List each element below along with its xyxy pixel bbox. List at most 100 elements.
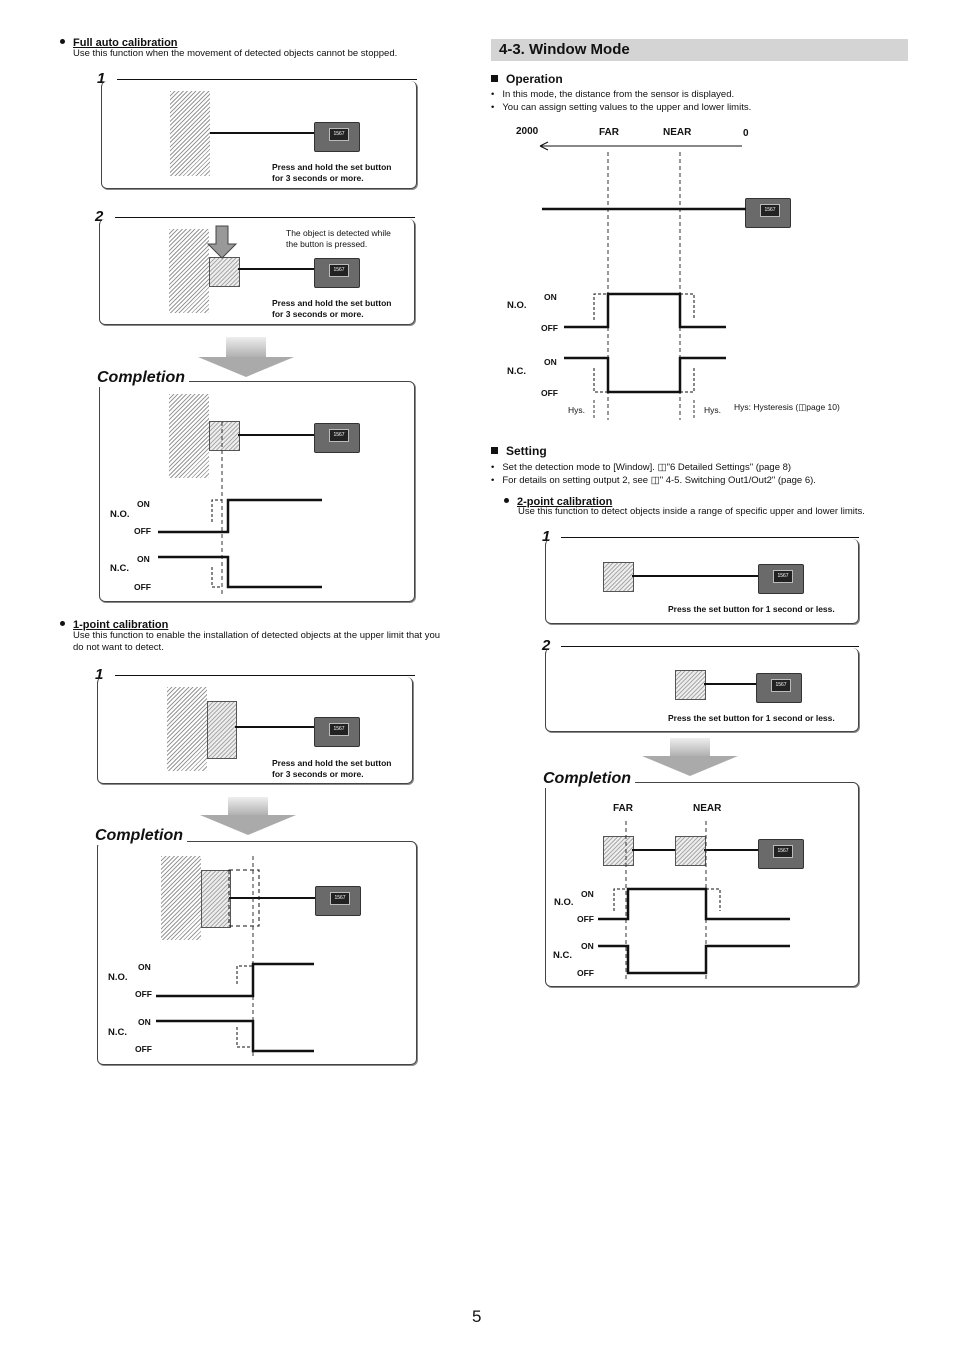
two-point-desc: Use this function to detect objects insi… xyxy=(518,506,865,517)
operation-list: In this mode, the distance from the sens… xyxy=(491,88,751,114)
one-point-desc: Use this function to enable the installa… xyxy=(73,630,441,653)
operation-heading: Operation xyxy=(491,70,563,88)
setting-list: Set the detection mode to [Window]. ◫"6 … xyxy=(491,461,816,487)
near-label: NEAR xyxy=(693,803,722,814)
hys-label: Hys. xyxy=(704,405,721,415)
divider xyxy=(561,646,859,647)
sensor-device: 1567 xyxy=(314,122,360,152)
step2-panel: 1567 Press the set button for 1 second o… xyxy=(545,648,859,732)
nc-label: N.C. xyxy=(110,563,129,574)
on-label: ON xyxy=(138,962,151,972)
divider xyxy=(115,675,415,676)
caption: Press the set button for 1 second or les… xyxy=(668,604,835,614)
divider xyxy=(561,537,859,538)
full-auto-heading: Full auto calibration xyxy=(60,33,178,51)
no-label: N.O. xyxy=(108,972,128,983)
progress-arrow-stem xyxy=(226,337,266,359)
off-label: OFF xyxy=(577,968,594,978)
sensor-device: 1567 xyxy=(314,423,360,453)
on-label: ON xyxy=(137,554,150,564)
progress-arrow-icon xyxy=(200,815,296,835)
wall xyxy=(161,856,201,940)
book-icon: ◫ xyxy=(798,402,807,412)
beam xyxy=(238,268,314,270)
beam xyxy=(229,897,315,899)
one-point-heading: 1-point calibration xyxy=(60,615,168,633)
timing-chart xyxy=(156,856,314,1057)
sensor-device: 1567 xyxy=(758,564,804,594)
list-item: Set the detection mode to [Window]. ◫"6 … xyxy=(491,461,816,474)
object xyxy=(675,670,706,700)
completion-title: Completion xyxy=(95,827,187,845)
no-label: N.O. xyxy=(507,300,527,311)
beam xyxy=(704,683,756,685)
two-point-heading: 2-point calibration xyxy=(504,492,612,510)
axis-label: 0 xyxy=(743,128,749,139)
axis-near-label: NEAR xyxy=(663,127,692,138)
bullet-icon xyxy=(504,498,509,504)
beam xyxy=(632,575,758,577)
progress-arrow-icon xyxy=(642,756,738,776)
wall xyxy=(169,394,209,478)
beam xyxy=(704,849,758,851)
down-arrow-icon xyxy=(206,225,238,259)
sensor-device: 1567 xyxy=(745,198,791,228)
beam xyxy=(632,849,675,851)
timing-chart xyxy=(598,821,790,979)
list-item: You can assign setting values to the upp… xyxy=(491,101,751,114)
object xyxy=(209,257,240,287)
step-number: 2 xyxy=(542,637,551,654)
progress-arrow-icon xyxy=(198,357,294,377)
sensor-device: 1567 xyxy=(314,717,360,747)
object-far xyxy=(603,836,634,866)
object xyxy=(209,421,240,451)
beam xyxy=(210,132,314,134)
sensor-device: 1567 xyxy=(758,839,804,869)
caption: Press the set button for 1 second or les… xyxy=(668,713,835,723)
far-label: FAR xyxy=(613,803,633,814)
divider xyxy=(115,217,415,218)
completion-panel: 1567 ON N.O. OFF ON N.C. OFF xyxy=(97,841,417,1065)
sensor-device: 1567 xyxy=(315,886,361,916)
completion-title: Completion xyxy=(543,770,635,788)
off-label: OFF xyxy=(134,526,151,536)
object-near xyxy=(675,836,706,866)
hys-note: Hys: Hysteresis (◫page 10) xyxy=(734,402,840,412)
no-label: N.O. xyxy=(110,509,130,520)
on-label: ON xyxy=(581,889,594,899)
on-label: ON xyxy=(137,499,150,509)
on-label: ON xyxy=(581,941,594,951)
sensor-device: 1567 xyxy=(314,258,360,288)
wall xyxy=(170,91,210,176)
bullet-icon xyxy=(60,621,65,627)
off-label: OFF xyxy=(134,582,151,592)
divider xyxy=(117,79,417,80)
completion-panel: 1567 ON N.O. OFF ON N.C. OFF xyxy=(99,381,415,602)
object xyxy=(207,701,237,759)
list-item: In this mode, the distance from the sens… xyxy=(491,88,751,101)
timing-chart xyxy=(158,422,322,594)
beam xyxy=(235,726,314,728)
square-bullet-icon xyxy=(491,447,498,455)
book-icon: ◫ xyxy=(650,475,660,486)
wall xyxy=(169,229,209,313)
beam xyxy=(238,434,314,436)
progress-arrow-stem xyxy=(670,738,710,758)
object xyxy=(201,870,231,928)
page-number: 5 xyxy=(472,1307,482,1326)
step1-panel: 1567 Press the set button for 1 second o… xyxy=(545,539,859,624)
hys-label: Hys. xyxy=(568,405,585,415)
on-label: ON xyxy=(138,1017,151,1027)
axis-label: 2000 xyxy=(516,126,539,137)
axis-far-label: FAR xyxy=(599,127,619,138)
completion-title: Completion xyxy=(97,369,189,387)
book-icon: ◫ xyxy=(657,462,667,473)
step-number: 1 xyxy=(542,528,551,545)
nc-label: N.C. xyxy=(553,950,572,961)
square-bullet-icon xyxy=(491,75,498,83)
